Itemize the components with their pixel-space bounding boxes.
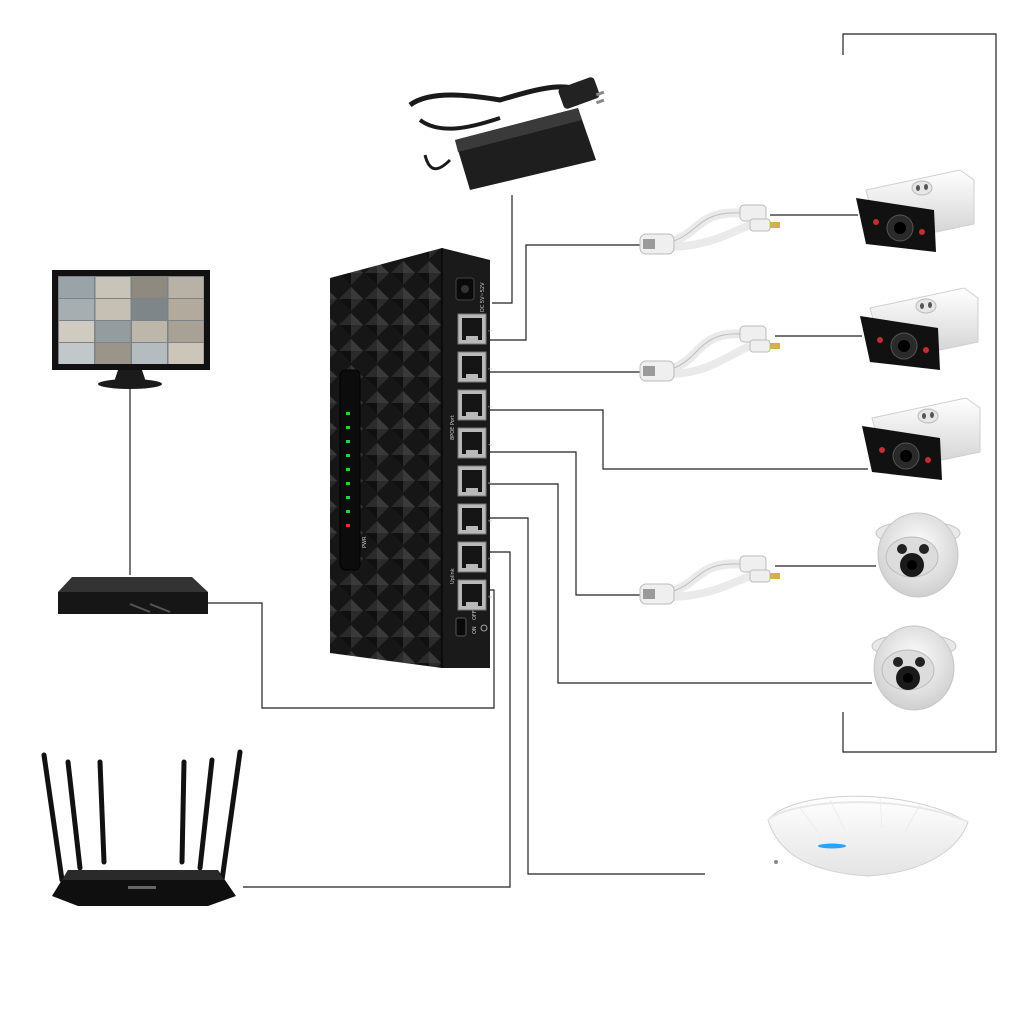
status-led [346,496,350,499]
status-led [346,524,350,527]
port-3-line [490,409,868,470]
port-5-line [490,483,872,684]
status-led [346,426,350,429]
dc-voltage-label: DC 5V~52V [480,282,486,312]
bullet-camera-icon [862,397,981,480]
rj45-port-6[interactable]: 6 [457,503,493,535]
rj45-port-1[interactable]: 1 [457,313,493,345]
port-6-line [490,517,705,875]
monitor-icon [52,270,210,389]
nvr-icon [58,577,208,614]
dome-cameras [871,512,961,711]
power-cable-line [492,195,513,304]
port-number-4: 4 [488,443,493,446]
rj45-port-8[interactable]: 8 [457,579,493,611]
rj45-port-2[interactable]: 2 [457,351,493,383]
reset-icon [480,624,488,632]
rj45-ports: 1 2 3 4 5 6 7 8 [457,313,493,611]
rj45-port-4[interactable]: 4 [457,427,493,459]
port-7-line [243,551,511,888]
rj45-port-7[interactable]: 7 [457,541,493,573]
power-adapter-icon [408,77,605,190]
poe-port-label: 8POE Port [450,415,456,440]
port-number-5: 5 [488,481,493,484]
port-number-1: 1 [488,329,493,332]
status-led [346,454,350,457]
port-number-8: 8 [488,595,493,598]
status-led [346,440,350,443]
uplink-line [208,589,495,709]
dome-camera-icon [871,625,957,711]
off-label: OFF [472,610,478,620]
status-led [346,510,350,513]
pwr-label: PWR [362,536,368,548]
port-leds [346,412,350,527]
poe-splitter-icon [639,325,780,382]
poe-splitters [639,204,780,605]
status-led [346,468,350,471]
port-number-6: 6 [488,519,493,522]
status-led [346,412,350,415]
dome-camera-icon [875,512,961,598]
power-toggle-switch[interactable] [455,617,467,637]
camera-group-bracket [842,33,997,753]
rj45-port-5[interactable]: 5 [457,465,493,497]
wifi-router-icon [41,749,243,906]
port-number-2: 2 [488,367,493,370]
rj45-port-3[interactable]: 3 [457,389,493,421]
port-1-line [490,244,640,341]
poe-splitter-icon [639,555,780,605]
port-number-7: 7 [488,557,493,560]
status-led [346,482,350,485]
ceiling-access-point-icon [767,795,969,877]
bullet-cameras [856,169,981,480]
bullet-camera-icon [860,287,979,370]
uplink-label: Uplink [450,568,456,584]
bullet-camera-icon [856,169,975,252]
port-4-line [490,451,640,596]
on-label: ON [472,626,478,634]
poe-splitter-icon [639,204,780,255]
connection-lines [129,33,997,888]
port-number-3: 3 [488,405,493,408]
